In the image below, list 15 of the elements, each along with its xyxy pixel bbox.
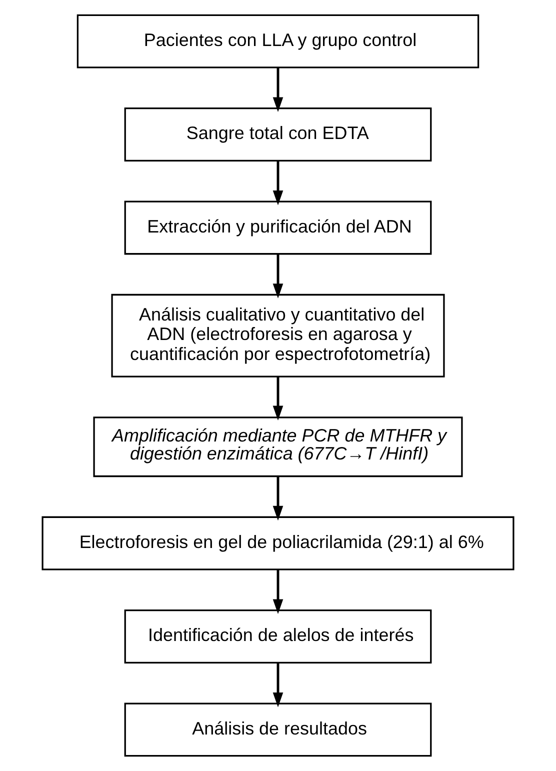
node-box: Electroforesis en gel de poliacrilamida (29:1) al 6% (42, 516, 514, 570)
node-box: Pacientes con LLA y grupo control (76, 14, 480, 68)
arrow (272, 570, 284, 614)
arrow (272, 476, 284, 521)
arrow (272, 68, 284, 112)
node-box: Análisis cualitativo y cuantitativo del ADN (electroforesis en agarosa y cuantificación por espectrofotometría) (111, 294, 445, 378)
node-box: Sangre total con EDTA (124, 108, 432, 162)
arrow (272, 662, 284, 708)
node-box: Extracción y purificación del ADN (124, 200, 432, 255)
node-box: Amplificación mediante PCR de MTHFR y digestión enzimática (677C→T /HinfI) (93, 416, 463, 478)
node-box: Identificación de alelos de interés (124, 610, 432, 664)
node-box: Análisis de resultados (124, 702, 432, 757)
arrow (272, 160, 284, 206)
arrow (272, 376, 284, 420)
arrow (272, 254, 284, 298)
